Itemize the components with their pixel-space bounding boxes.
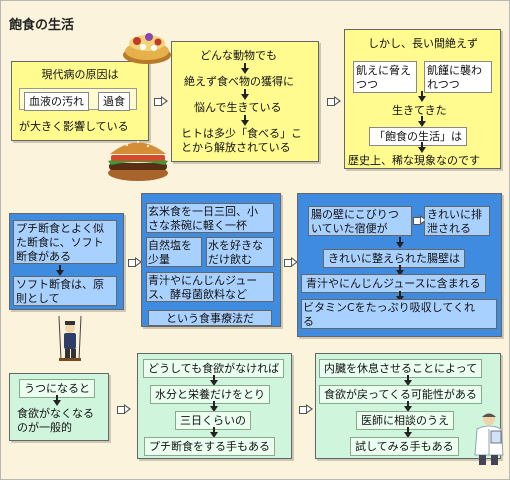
arrow-right-icon	[284, 257, 298, 267]
text-vitamin-a: ビタミンCをたっぷり吸収してくれ	[303, 301, 476, 314]
text-brown-rice-a: 玄米食を一日三回、小	[148, 205, 258, 218]
box-soft-fasting-1	[13, 220, 117, 264]
text-history-2: 生きてきた	[392, 104, 447, 117]
text-vitamin-b: る	[303, 315, 314, 328]
text-water-b: だけ飲む	[208, 253, 252, 266]
text-doctor-1: 内臓を休息させることによって	[319, 359, 483, 378]
diet-item-water	[206, 237, 274, 267]
box-stool	[308, 206, 412, 236]
text-excreted-a: きれいに排	[427, 208, 482, 221]
text-depression-2a: 食欲がなくなる	[17, 407, 94, 420]
box-glut: 「飽食の生活」は	[369, 127, 467, 146]
arrow-right-icon	[327, 96, 341, 106]
text-animals-4a: ヒトは多少「食べる」こ	[181, 127, 302, 140]
text-history-4: 歴史上、稀な現象なのです	[348, 154, 480, 167]
text-soft-fasting-1c: 断食がある	[16, 250, 71, 263]
text-petit-4: プチ断食をする手もある	[144, 437, 275, 456]
hamburger-image	[108, 140, 168, 181]
arrow-right-icon	[117, 404, 131, 414]
box-starvation	[353, 61, 417, 93]
text-green-juice: 青汁やにんじんジュースに含まれる	[301, 274, 486, 293]
text-salt-a: 自然塩を	[148, 239, 192, 252]
text-animals-4b: とから解放されている	[181, 141, 291, 154]
arrow-right-icon	[413, 215, 427, 225]
arrow-right-icon	[128, 257, 142, 267]
text-water-a: 水を好きな	[208, 239, 263, 252]
text-modern-disease-footer: が大きく影響している	[19, 120, 129, 133]
text-animals-3: 悩んで生きている	[194, 101, 282, 114]
man-on-swing-image	[58, 316, 82, 361]
arrow-down-icon	[210, 375, 218, 387]
diet-item-juice	[146, 272, 274, 302]
text-doctor-3: 医師に相談のうえ	[356, 411, 454, 430]
arrow-down-icon	[404, 375, 412, 387]
arrow-down-icon	[404, 427, 412, 439]
cause-blood: 血液の汚れ	[24, 92, 89, 111]
arrow-down-icon	[210, 427, 218, 439]
text-starvation-a: 飢えに脅え	[356, 64, 411, 77]
text-stool-b: いていた宿便が	[311, 222, 388, 235]
text-excreted-b: 泄される	[427, 222, 471, 235]
text-soft-fasting-1b: た断食に、ソフト	[16, 236, 104, 249]
arrow-down-icon	[418, 142, 426, 154]
text-animals-1: どんな動物でも	[200, 49, 277, 62]
cause-overeating: 過食	[98, 92, 130, 111]
text-stool-a: 腸の壁にこびりつ	[311, 208, 399, 221]
text-doctor-4: 試してみる手もある	[350, 437, 459, 456]
box-vitamin	[301, 299, 497, 329]
text-famine-a: 飢饉に襲わ	[427, 64, 482, 77]
arrow-down-icon	[396, 237, 404, 249]
box-famine	[424, 61, 492, 93]
text-petit-2: 水分と栄養だけをとり	[150, 385, 270, 404]
text-soft-fasting-1a: プチ断食とよく似	[16, 222, 104, 235]
text-animals-2: 絶えず食べ物の獲得に	[184, 75, 294, 88]
arrow-down-icon	[210, 401, 218, 413]
arrow-down-icon	[241, 115, 249, 127]
arrow-down-icon	[396, 265, 404, 277]
arrow-down-icon	[241, 89, 249, 101]
text-clean-wall: きれいに整えられた腸壁は	[323, 249, 465, 268]
text-brown-rice-b: さな茶碗に軽く一杯	[148, 219, 247, 232]
text-modern-disease-heading: 現代病の原因は	[41, 68, 119, 81]
panel-animals	[171, 41, 319, 162]
page-title: 飽食の生活	[9, 18, 75, 33]
text-soft-fasting-2a: ソフト断食は、原	[16, 278, 104, 291]
arrow-down-icon	[404, 401, 412, 413]
text-soft-fasting-2b: 則として	[16, 292, 60, 305]
text-depression-2b: のが一般的	[17, 421, 72, 434]
arrow-down-icon	[56, 265, 64, 277]
box-soft-fasting-2	[13, 276, 117, 306]
text-famine-b: れつつ	[427, 78, 460, 91]
arrow-down-icon	[241, 63, 249, 75]
doctor-image	[474, 413, 504, 465]
arrow-down-icon	[53, 395, 61, 407]
text-diet-footer: という食事療法だ	[148, 310, 272, 326]
text-history-1: しかし、長い間絶えず	[368, 37, 478, 50]
arrow-right-icon	[154, 96, 168, 106]
arrow-down-icon	[418, 116, 426, 128]
arrow-right-icon	[299, 404, 313, 414]
box-excreted	[424, 206, 490, 236]
text-starvation-b: つつ	[356, 78, 378, 91]
diet-item-salt	[146, 237, 202, 267]
cake-image	[123, 33, 171, 64]
text-juice-a: 青汁やにんじんジュー	[148, 274, 258, 287]
arrow-down-icon	[418, 91, 426, 103]
text-doctor-2: 食欲が戻ってくる可能性がある	[319, 385, 482, 404]
text-juice-b: ス、酵母菌飲料など	[148, 288, 247, 301]
diet-item-brown-rice	[146, 203, 274, 233]
text-salt-b: 少量	[148, 253, 170, 266]
